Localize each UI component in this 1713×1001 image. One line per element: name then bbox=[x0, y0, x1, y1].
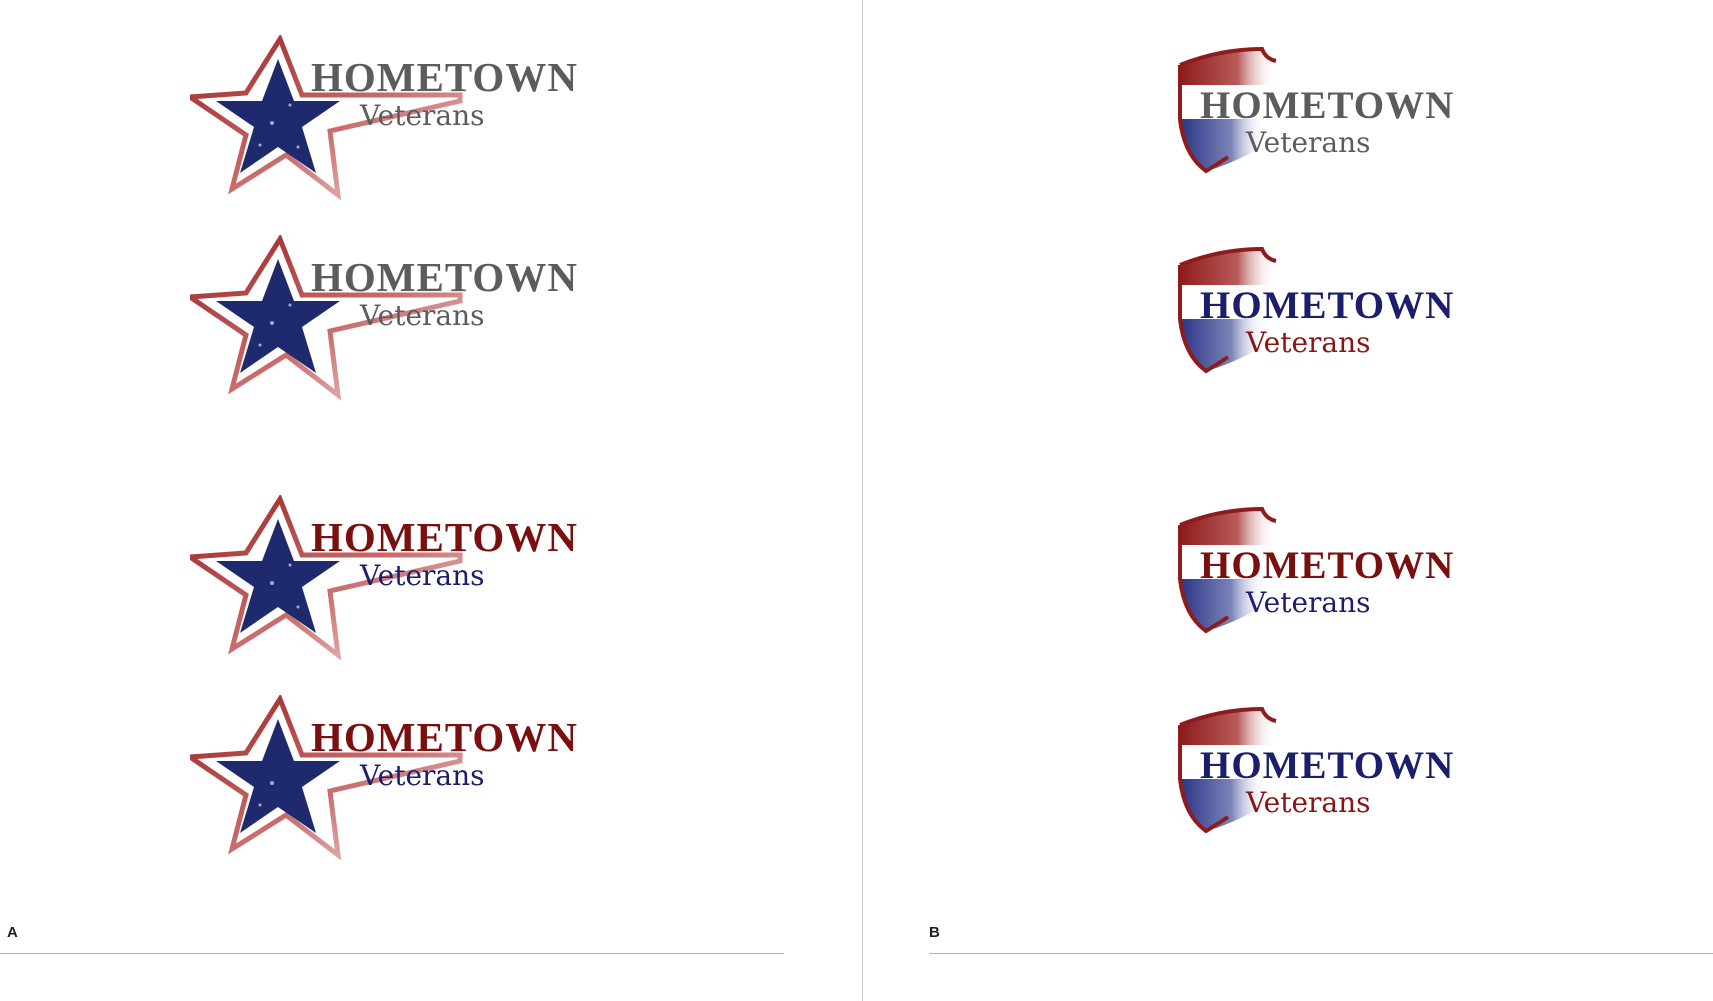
star-emblem-icon bbox=[190, 695, 463, 861]
logo-title: HOMETOWN bbox=[1200, 84, 1455, 127]
panel-divider bbox=[862, 0, 863, 1001]
star-logo: HOMETOWN Veterans bbox=[190, 35, 610, 210]
logo-title: HOMETOWN bbox=[1200, 744, 1455, 787]
logo-title: HOMETOWN bbox=[311, 514, 578, 560]
logo-subtitle: Veterans bbox=[1246, 586, 1371, 619]
panel-label: B bbox=[929, 924, 940, 941]
logo-subtitle: Veterans bbox=[360, 559, 485, 592]
shield-logo: HOMETOWN Veterans bbox=[1170, 245, 1490, 385]
star-logo: HOMETOWN Veterans bbox=[190, 235, 610, 410]
shield-emblem-icon bbox=[1178, 706, 1277, 834]
star-emblem-icon bbox=[190, 235, 463, 401]
logo-subtitle: Veterans bbox=[360, 299, 485, 332]
logo-title: HOMETOWN bbox=[311, 54, 578, 100]
logo-subtitle: Veterans bbox=[1246, 326, 1371, 359]
panel-a: HOMETOWN Veterans HOMETOWN Veterans HOME… bbox=[0, 35, 784, 954]
star-logo: HOMETOWN Veterans bbox=[190, 695, 610, 870]
logo-subtitle: Veterans bbox=[1246, 126, 1371, 159]
panel-label: A bbox=[7, 924, 18, 941]
panel-rule bbox=[0, 953, 784, 954]
shield-logo: HOMETOWN Veterans bbox=[1170, 505, 1490, 645]
panel-rule bbox=[929, 953, 1713, 954]
shield-logo: HOMETOWN Veterans bbox=[1170, 705, 1490, 845]
star-emblem-icon bbox=[190, 35, 463, 201]
star-emblem-icon bbox=[190, 495, 463, 661]
shield-emblem-icon bbox=[1178, 246, 1277, 374]
panel-b: B bbox=[863, 0, 1713, 1001]
logo-title: HOMETOWN bbox=[1200, 544, 1455, 587]
logo-subtitle: Veterans bbox=[360, 99, 485, 132]
shield-emblem-icon bbox=[1178, 46, 1277, 174]
logo-subtitle: Veterans bbox=[1246, 786, 1371, 819]
logo-subtitle: Veterans bbox=[360, 759, 485, 792]
star-logo: HOMETOWN Veterans bbox=[190, 495, 610, 670]
logo-title: HOMETOWN bbox=[311, 714, 578, 760]
logo-title: HOMETOWN bbox=[1200, 284, 1455, 327]
shield-logo: HOMETOWN Veterans bbox=[1170, 45, 1490, 185]
shield-emblem-icon bbox=[1178, 506, 1277, 634]
logo-title: HOMETOWN bbox=[311, 254, 578, 300]
